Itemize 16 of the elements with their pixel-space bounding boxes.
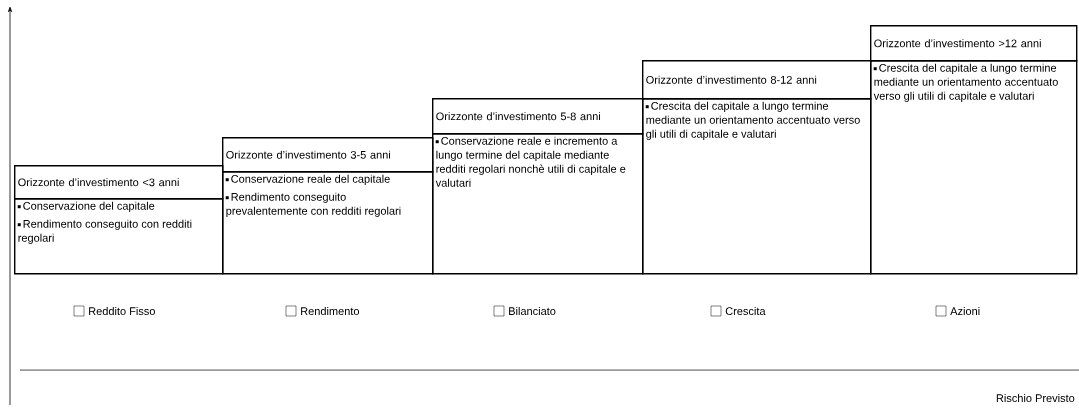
category-label: Rendimento <box>301 306 360 316</box>
header-box: Orizzonte d’investimento >12 anni <box>870 25 1078 62</box>
header-box: Orizzonte d’investimento 5-8 anni <box>432 98 644 135</box>
category-label: Crescita <box>725 306 766 316</box>
category-label: Reddito Fisso <box>89 306 155 316</box>
description-box: Crescita del capitale a lungo termine mediante un orientamento accentuato verso gli utili di capitale e valutari <box>642 98 872 275</box>
axis-label: Rischio Previsto <box>996 393 1075 403</box>
header-box: Orizzonte d’investimento 8-12 anni <box>642 60 872 100</box>
description-box: Conservazione reale e incremento a lungo termine del capitale mediante redditi regolari nonchè utili di capitale e valutari <box>432 133 644 275</box>
header-box: Orizzonte d’investimento 3-5 anni <box>222 137 434 173</box>
header-box: Orizzonte d’investimento <3 anni <box>14 165 224 200</box>
category-label: Azioni <box>950 306 980 316</box>
category-label: Bilanciato <box>509 306 556 316</box>
description-box: Crescita del capitale a lungo termine mediante un orientamento accentuato verso gli utili di capitale e valutari <box>870 60 1078 275</box>
description-box: Conservazione reale del capitale Rendimento conseguito prevalentemente con redditi regolari <box>222 171 434 275</box>
description-box: Conservazione del capitale Rendimento conseguito con redditi regolari <box>14 198 224 275</box>
